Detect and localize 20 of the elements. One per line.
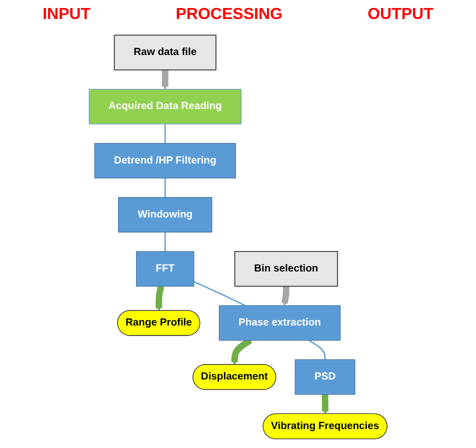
connector xyxy=(194,281,246,306)
column-heading: PROCESSING xyxy=(176,6,282,24)
node-box: Bin selection xyxy=(234,251,338,287)
connector xyxy=(164,124,166,144)
connector xyxy=(164,232,166,252)
node-box: Acquired Data Reading xyxy=(88,88,242,124)
arrow xyxy=(156,284,164,311)
column-heading: OUTPUT xyxy=(368,6,434,24)
node-box: Raw data file xyxy=(114,34,216,70)
connector xyxy=(308,340,326,360)
node-box: PSD xyxy=(294,359,356,395)
arrow xyxy=(281,284,290,306)
node-box: Phase extraction xyxy=(218,305,340,341)
connector xyxy=(164,178,166,198)
arrow xyxy=(162,68,168,90)
column-heading: INPUT xyxy=(42,6,91,24)
arrow xyxy=(322,392,328,414)
node-box: Windowing xyxy=(118,197,212,232)
node-box: FFT xyxy=(136,251,194,287)
node-box: Detrend /HP Filtering xyxy=(94,143,236,178)
